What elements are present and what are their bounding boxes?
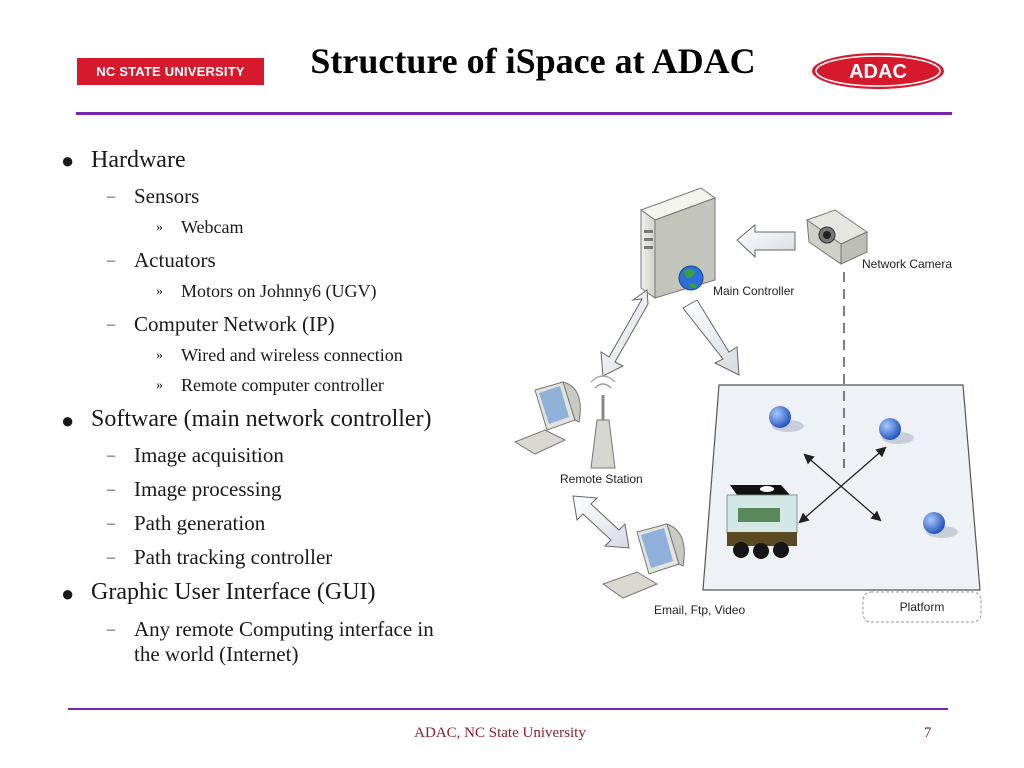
chevron-icon: » (156, 220, 163, 235)
network-camera-label: Network Camera (862, 257, 952, 271)
controller-platform-arrow (682, 299, 740, 376)
ispace-diagram: Platform Network Camera Main Controller (513, 187, 982, 623)
email-computer-icon (601, 523, 685, 599)
globe-icon (678, 265, 704, 291)
bullet-icon: ● (61, 148, 75, 173)
remote-email-arrow (572, 495, 630, 549)
footer-text: ADAC, NC State University (414, 725, 586, 741)
dash-icon: – (107, 515, 115, 532)
dash-icon: – (107, 188, 115, 205)
item-remote-controller: Remote computer controller (181, 375, 384, 395)
controller-remote-arrow (600, 289, 649, 377)
chevron-icon: » (156, 284, 163, 299)
item-webcam: Webcam (181, 217, 244, 237)
footer-divider (68, 708, 948, 710)
chevron-icon: » (156, 378, 163, 393)
ball-icons (769, 406, 958, 538)
bullet-icon: ● (61, 581, 75, 606)
bullet-hardware: Hardware (91, 147, 186, 173)
motion-arrows (798, 446, 887, 524)
item-path-tracking: Path tracking controller (134, 545, 333, 569)
dash-icon: – (107, 549, 115, 566)
item-actuators: Actuators (134, 248, 216, 272)
item-sensors: Sensors (134, 184, 200, 208)
item-motors: Motors on Johnny6 (UGV) (181, 281, 377, 301)
remote-station-label: Remote Station (560, 472, 643, 486)
main-controller-label: Main Controller (713, 284, 794, 298)
camera-to-controller-arrow (736, 223, 796, 259)
chevron-icon: » (156, 348, 163, 363)
dash-icon: – (107, 447, 115, 464)
item-image-processing: Image processing (134, 477, 282, 501)
item-any-remote-line1: Any remote Computing interface in (134, 617, 434, 641)
dash-icon: – (107, 621, 115, 638)
bullet-gui: Graphic User Interface (GUI) (91, 579, 376, 605)
item-image-acquisition: Image acquisition (134, 443, 284, 467)
platform-label: Platform (900, 600, 945, 614)
item-network: Computer Network (IP) (134, 312, 335, 336)
platform-label-box: Platform (862, 591, 982, 623)
dash-icon: – (107, 252, 115, 269)
server-tower-icon (639, 187, 717, 299)
adac-logo: ADAC (812, 53, 944, 89)
item-any-remote-line2: the world (Internet) (134, 642, 299, 666)
antenna-icon (590, 375, 616, 469)
ugv-robot-icon (726, 485, 798, 559)
network-camera-icon (805, 209, 869, 265)
dash-icon: – (107, 481, 115, 498)
bullet-icon: ● (61, 408, 75, 433)
slide-title: Structure of iSpace at ADAC (310, 41, 756, 81)
item-wired: Wired and wireless connection (181, 345, 403, 365)
item-path-generation: Path generation (134, 511, 266, 535)
bullet-software: Software (main network controller) (91, 406, 432, 432)
email-ftp-video-label: Email, Ftp, Video (654, 603, 745, 617)
page-number: 7 (924, 725, 932, 741)
remote-monitor-icon (513, 381, 581, 455)
adac-logo-text: ADAC (849, 61, 907, 83)
header-divider (76, 112, 952, 115)
ncsu-logo: NC STATE UNIVERSITY (77, 58, 264, 85)
dash-icon: – (107, 316, 115, 333)
